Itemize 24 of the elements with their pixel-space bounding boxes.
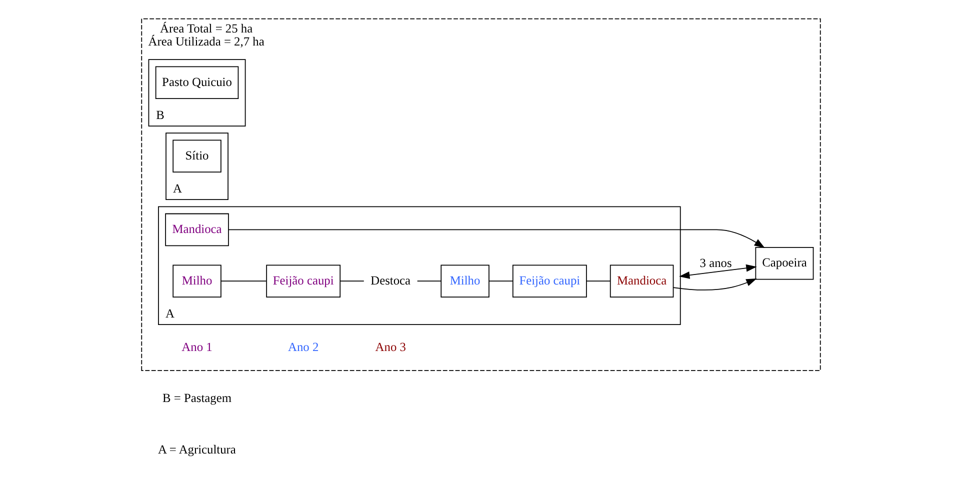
arrow — [228, 229, 765, 248]
label: B = Pastagem — [162, 391, 232, 406]
node-box: Mandioca — [610, 264, 674, 298]
label: Ano 3 — [375, 340, 406, 354]
label: Ano 1 — [182, 340, 212, 354]
edge-label: 3 anos — [700, 256, 732, 270]
node-box: Capoeira — [755, 246, 814, 280]
node-box: Feijão caupi — [266, 264, 341, 298]
node-box: Mandioca — [165, 213, 229, 246]
connector — [340, 280, 364, 282]
node-box: Milho — [440, 264, 490, 298]
arrow — [679, 264, 757, 279]
node-box: Feijão caupi — [512, 264, 587, 298]
node-text: Destoca — [370, 273, 411, 288]
arrow — [673, 278, 757, 290]
connector — [220, 280, 267, 282]
label: A = Agricultura — [158, 442, 236, 457]
connector — [416, 280, 442, 282]
node-box: Sítio — [172, 140, 222, 173]
connector — [488, 280, 514, 282]
node-box: Pasto Quicuio — [155, 66, 239, 99]
node-box: Milho — [172, 264, 222, 298]
connector — [586, 280, 611, 282]
label: Ano 2 — [288, 340, 319, 354]
